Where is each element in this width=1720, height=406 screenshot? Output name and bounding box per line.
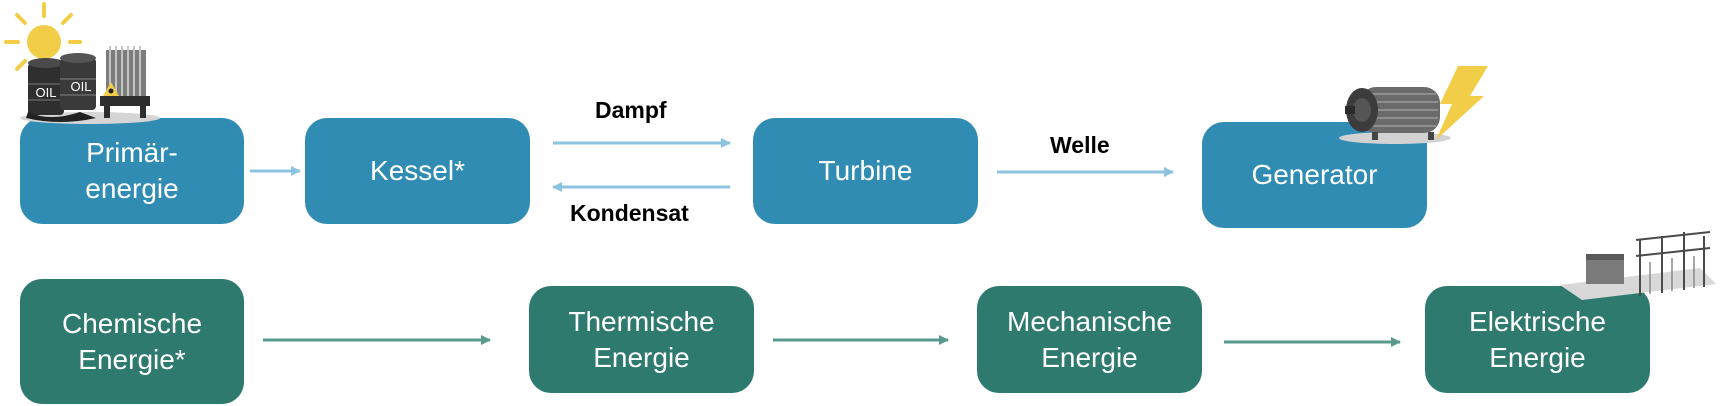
- mechanical-energy-label: Mechanische Energie: [1007, 305, 1172, 373]
- boiler-box: Kessel*: [305, 118, 530, 224]
- oil-barrel-icon: OIL OIL: [26, 53, 96, 122]
- turbine-label: Turbine: [818, 155, 913, 186]
- generator-label: Generator: [1251, 159, 1378, 190]
- thermal-energy-box: Thermische Energie: [529, 286, 754, 393]
- thermal-energy-label: Thermische Energie: [568, 305, 715, 373]
- electrical-energy-label: Elektrische Energie: [1469, 305, 1606, 373]
- nuclear-plant-icon: [100, 46, 150, 118]
- primary-energy-box: Primär- energie: [20, 118, 244, 224]
- lightning-icon: [1436, 66, 1488, 140]
- turbine-box: Turbine: [753, 118, 978, 224]
- chemical-energy-label: Chemische Energie*: [61, 307, 203, 375]
- electrical-energy-box: Elektrische Energie: [1425, 286, 1650, 393]
- chemical-energy-box: Chemische Energie*: [20, 279, 244, 404]
- substation-icon: [1560, 231, 1716, 300]
- condensate-label: Kondensat: [570, 200, 689, 226]
- primary-energy-label: Primär- energie: [85, 137, 179, 204]
- oil-text-right: OIL: [71, 79, 92, 94]
- sun-icon: [4, 2, 82, 80]
- generator-motor-icon: [1339, 87, 1451, 144]
- steam-label: Dampf: [595, 97, 667, 123]
- shaft-label: Welle: [1050, 132, 1110, 158]
- boiler-label: Kessel*: [370, 155, 465, 186]
- oil-text-left: OIL: [36, 85, 57, 100]
- mechanical-energy-box: Mechanische Energie: [977, 286, 1202, 393]
